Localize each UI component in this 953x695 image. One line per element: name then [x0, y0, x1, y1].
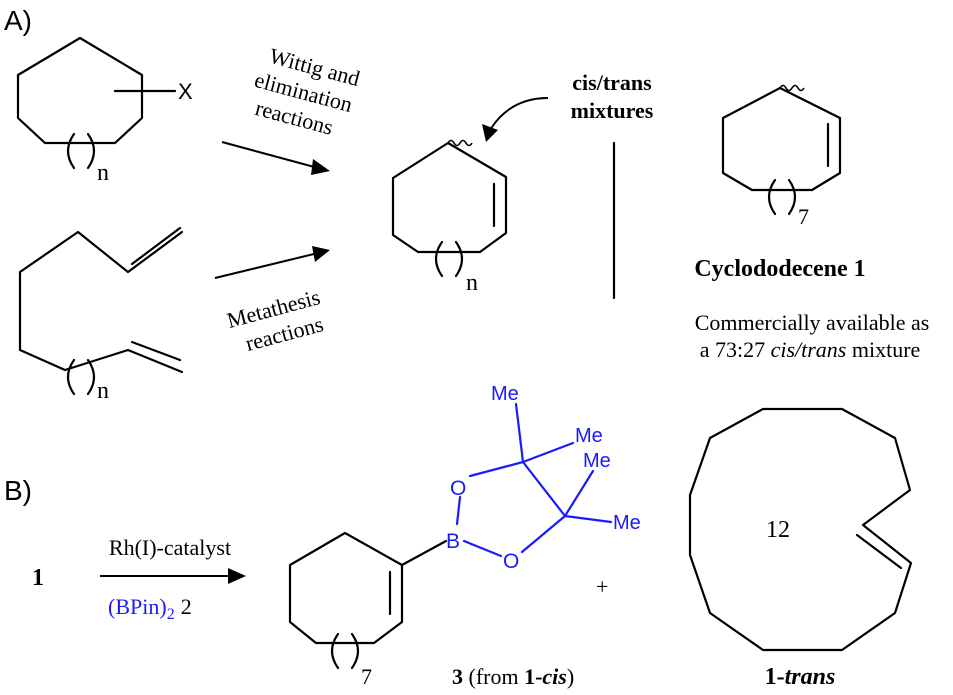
product-3-left-bracket	[330, 632, 340, 670]
product-3-source-prefix: (from	[463, 664, 524, 689]
b-o-top-bond	[455, 495, 462, 526]
substrate-diene	[18, 226, 184, 396]
trans-caption: 1-trans	[765, 664, 836, 690]
reagent-bpin: (BPin)	[108, 594, 167, 619]
diene-n-label: n	[97, 378, 109, 404]
panel-a-label: A)	[4, 5, 32, 36]
product-3-caption: 3 (from 1-cis)	[452, 664, 574, 689]
availability-line-1: Commercially available as	[695, 310, 930, 335]
atom-o-top: O	[450, 477, 466, 500]
reagent-number: 2	[181, 594, 192, 619]
wittig-label: Wittig and elimination reactions	[252, 43, 363, 140]
mixture-line-1: cis/trans	[572, 70, 652, 95]
o-c-top-bond	[468, 460, 525, 478]
atom-o-bottom: O	[503, 550, 519, 573]
arrow-metathesis-head	[312, 246, 330, 262]
methyl-bond-3	[563, 469, 595, 518]
product-3-ring-label: 7	[361, 664, 372, 689]
cyclododecene-structure	[721, 84, 842, 216]
availability-line-2: a 73:27 cis/trans mixture	[700, 337, 921, 362]
substrate-x-label: X	[178, 79, 193, 104]
mixture-line-2: mixtures	[571, 98, 654, 123]
trans-compound: 1-	[765, 664, 785, 690]
trans-ring-size: 12	[766, 517, 790, 543]
c-o-bottom-bond	[520, 514, 567, 554]
cyclododecene-name: Cyclododecene 1	[694, 256, 865, 282]
c-c-bond	[521, 460, 567, 518]
methyl-label-1: Me	[491, 383, 519, 405]
substrate-n-label: n	[97, 160, 109, 186]
product-3-source-cis: cis	[542, 664, 566, 689]
arrow-metathesis	[214, 252, 319, 279]
product-3-source-compound: 1-	[524, 664, 542, 689]
availability-suffix: mixture	[846, 337, 920, 362]
metathesis-label: Metathesis reactions	[224, 284, 326, 356]
substrate-right-bracket	[86, 132, 96, 170]
product-wavy-bond	[447, 139, 473, 147]
pinacol-boronate	[455, 402, 613, 558]
product-ring	[391, 141, 508, 254]
substrate-cycloalkane	[16, 36, 177, 170]
reactant-label: 1	[32, 565, 44, 591]
cyclododecene-ring-label: 7	[798, 204, 809, 229]
product-3-ring	[288, 531, 404, 645]
methyl-bond-2	[521, 441, 575, 464]
methyl-label-3: Me	[583, 450, 611, 472]
cis-trans-curved-arrow	[489, 97, 549, 131]
trans-double-bond	[855, 533, 903, 570]
availability-prefix: a 73:27	[700, 337, 771, 362]
o-b-bottom-bond	[462, 539, 503, 558]
product-left-bracket	[434, 240, 444, 278]
methyl-bond-4	[563, 514, 613, 524]
product-cycloalkene	[391, 139, 508, 278]
product-3-c-b-bond	[400, 539, 448, 567]
product-3-structure	[288, 531, 448, 670]
trans-isomer: trans	[785, 664, 836, 690]
reaction-arrow-head	[228, 568, 246, 584]
trans-cyclododecene-structure	[688, 407, 913, 652]
arrow-wittig	[221, 141, 319, 169]
catalyst-label: Rh(I)-catalyst	[109, 535, 231, 560]
diene-left-bracket	[66, 358, 76, 396]
atom-b: B	[446, 530, 460, 553]
diene-top-double-bond	[130, 226, 182, 266]
cis-trans-arrow-head	[482, 124, 498, 142]
cyclododecene-wavy-bond	[779, 84, 805, 92]
plus-sign: +	[596, 574, 608, 599]
availability-cis-trans: cis/trans	[771, 337, 847, 362]
panel-b-label: B)	[4, 475, 32, 506]
trans-ring	[688, 407, 913, 652]
arrow-wittig-head	[311, 159, 330, 175]
cyclododecene-right-bracket	[787, 178, 797, 216]
diene-bottom-double-bond	[130, 340, 182, 362]
reagent-subscript: 2	[167, 606, 175, 623]
methyl-label-4: Me	[613, 512, 641, 534]
substrate-ring	[16, 36, 144, 145]
product-3-source-suffix: )	[567, 664, 574, 689]
diene-right-bracket	[86, 358, 96, 396]
diene-chain	[18, 230, 184, 374]
methyl-bond-1	[514, 402, 525, 464]
product-3-number: 3	[452, 664, 463, 689]
cyclododecene-ring	[721, 86, 842, 192]
substrate-left-bracket	[66, 132, 76, 170]
methyl-label-2: Me	[575, 425, 603, 447]
product-3-right-bracket	[350, 632, 360, 670]
cyclododecene-left-bracket	[767, 178, 777, 216]
product-n-label: n	[466, 270, 478, 296]
product-right-bracket	[454, 240, 464, 278]
